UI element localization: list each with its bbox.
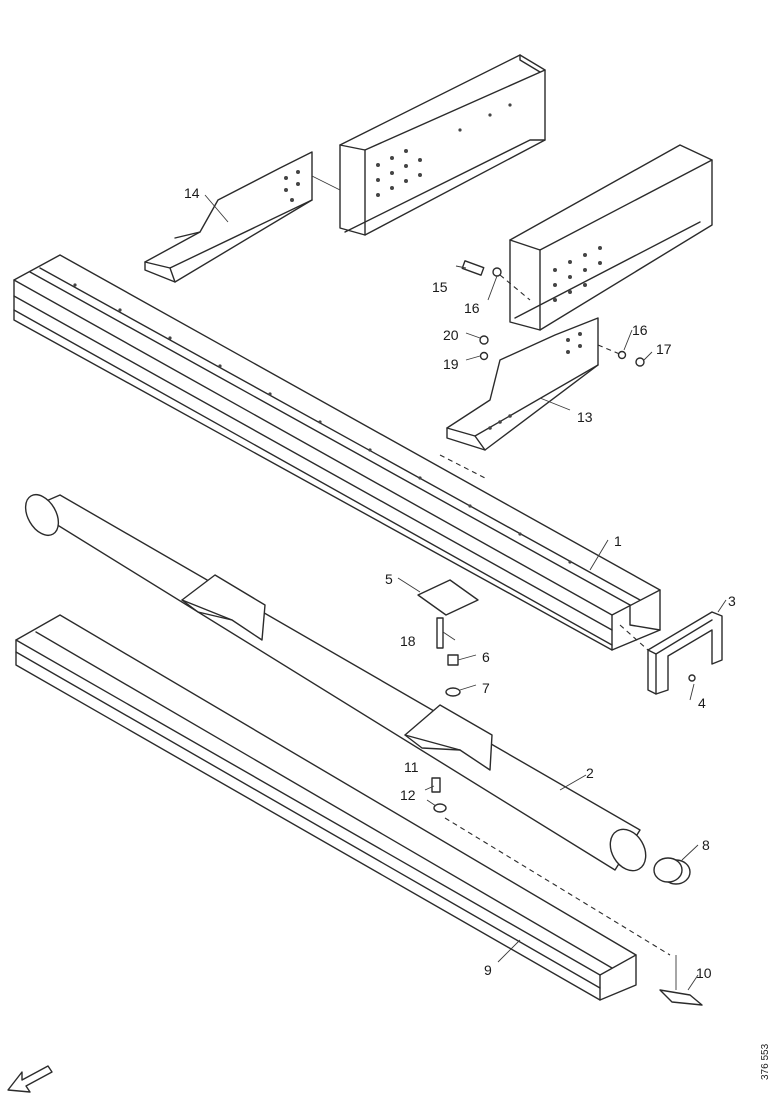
- frame-rail-right: [509, 144, 713, 331]
- callout-16: 16: [632, 322, 648, 338]
- callout-14: 14: [184, 185, 200, 201]
- arrow-icon: [7, 1065, 53, 1093]
- clevis-bracket: [619, 611, 723, 695]
- callout-12: 12: [400, 787, 416, 803]
- leader-lines: [204, 194, 727, 991]
- callout-7: 7: [482, 680, 490, 696]
- drawing-code: 376 553: [760, 1043, 771, 1080]
- callout-18: 18: [400, 633, 416, 649]
- main-channel: [13, 254, 661, 651]
- fasteners-upper: [461, 260, 645, 367]
- callout-3: 3: [728, 593, 736, 609]
- callout-19: 19: [443, 356, 459, 372]
- callout-15: 15: [432, 279, 448, 295]
- callouts: 14 15 16 20 19 16 17 13 1 5 3 18 6 7 4 2…: [184, 185, 736, 981]
- callout-13: 13: [577, 409, 593, 425]
- bracket-right: [446, 317, 599, 451]
- callout-10: 10: [696, 965, 712, 981]
- callout-9: 9: [484, 962, 492, 978]
- bracket-left: [144, 151, 313, 283]
- callout-17: 17: [656, 341, 672, 357]
- tube: [24, 494, 691, 885]
- fasteners-middle: [417, 579, 479, 813]
- callout-6: 6: [482, 649, 490, 665]
- lower-trough: [15, 614, 703, 1006]
- frame-rail-upper: [339, 54, 546, 236]
- callout-11: 11: [404, 759, 419, 775]
- callout-4: 4: [698, 695, 706, 711]
- callout-8: 8: [702, 837, 710, 853]
- callout-20: 20: [443, 327, 459, 343]
- callout-16: 16: [464, 300, 480, 316]
- callout-5: 5: [385, 571, 393, 587]
- callout-2: 2: [586, 765, 594, 781]
- leader-line: [311, 175, 341, 191]
- callout-1: 1: [614, 533, 622, 549]
